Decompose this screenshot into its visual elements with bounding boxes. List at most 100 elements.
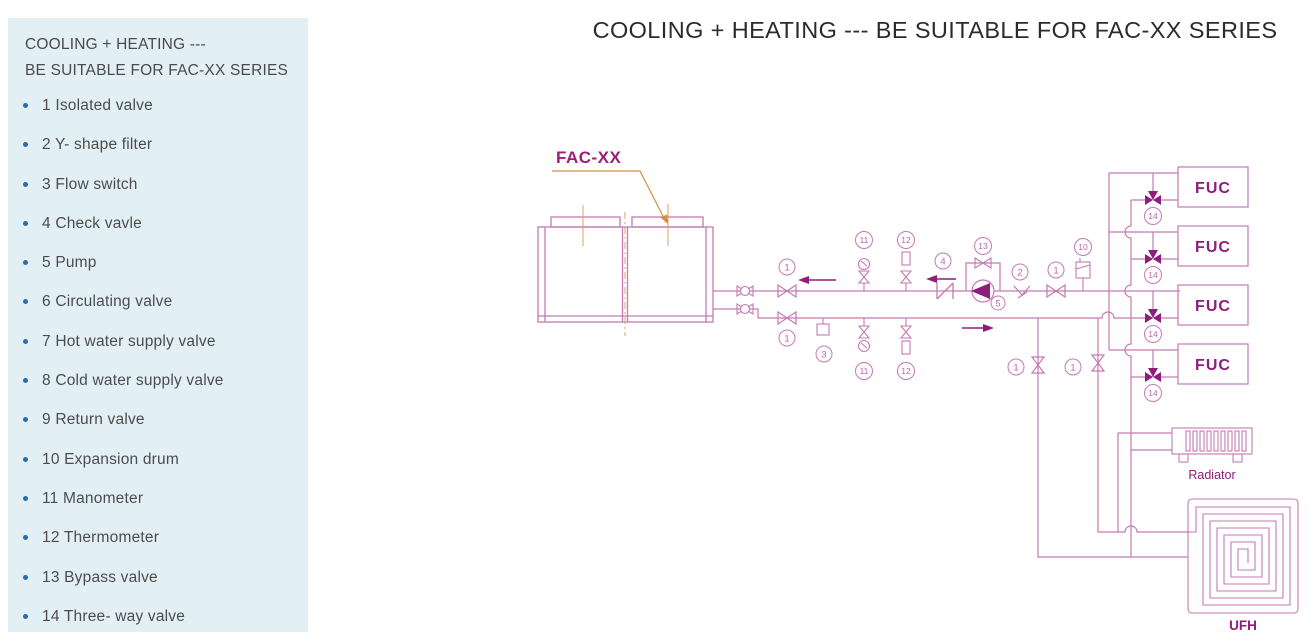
legend-title: COOLING + HEATING --- BE SUITABLE FOR FA…	[25, 32, 298, 84]
bullet-dot-icon	[23, 299, 28, 305]
radiator-symbol	[1171, 427, 1253, 463]
fac-unit-label: FAC-XX	[556, 148, 622, 167]
callout-1: 1	[1047, 261, 1065, 279]
fuc-units	[1177, 166, 1249, 385]
svg-text:1: 1	[1053, 266, 1058, 277]
callout-14: 14	[1144, 266, 1162, 284]
bullet-dot-icon	[23, 181, 28, 187]
bullet-dot-icon	[23, 456, 28, 462]
check-valve-symbol	[936, 282, 954, 300]
flow-switch-symbol	[816, 318, 830, 336]
callout-1: 1	[778, 329, 796, 347]
fac-unit-centerlines	[582, 204, 669, 336]
legend-item: 4 Check vavle	[23, 215, 298, 232]
callout-4: 4	[934, 252, 952, 270]
legend-item: 12 Thermometer	[23, 530, 298, 546]
svg-text:1: 1	[784, 263, 789, 274]
ufh-coil-symbol	[1187, 498, 1299, 614]
callout-12: 12	[897, 362, 915, 380]
manifold-return-riser	[1124, 200, 1132, 557]
callout-1: 1	[1064, 358, 1082, 376]
callout-5: 5	[990, 295, 1006, 311]
supply-pipe	[713, 308, 1131, 319]
fuc-label: FUC	[1195, 239, 1231, 256]
callout-11: 11	[855, 231, 873, 249]
svg-text:1: 1	[1013, 363, 1018, 374]
legend-title-line2: BE SUITABLE FOR FAC-XX SERIES	[25, 62, 289, 79]
legend-item: 7 Hot water supply valve	[23, 333, 298, 350]
svg-text:13: 13	[978, 241, 988, 251]
ufh-return-pipe	[1037, 318, 1188, 558]
callout-3: 3	[815, 345, 833, 363]
bypass-valve-symbol	[974, 257, 992, 269]
svg-text:5: 5	[995, 299, 1000, 309]
legend-title-line1: COOLING + HEATING ---	[25, 36, 206, 53]
callout-12: 12	[897, 231, 915, 249]
callout-2: 2	[1011, 263, 1029, 281]
svg-text:10: 10	[1078, 242, 1088, 252]
callout-14: 14	[1144, 325, 1162, 343]
pump-symbol	[971, 279, 995, 303]
bullet-dot-icon	[23, 220, 28, 226]
callout-11: 11	[855, 362, 873, 380]
callouts: 1 1 3 11 12 11 12 4 13 5 2 1 10 1 1 14 1…	[778, 207, 1162, 402]
fuc-box	[1177, 343, 1249, 385]
ufh-label: UFH	[1229, 618, 1257, 633]
bullet-dot-icon	[23, 574, 28, 580]
bullet-dot-icon	[23, 495, 28, 501]
callout-13: 13	[974, 237, 992, 255]
radiator-supply-pipe	[1117, 432, 1172, 532]
callout-14: 14	[1144, 384, 1162, 402]
bullet-dot-icon	[23, 338, 28, 344]
drop-valve-symbol	[1030, 354, 1106, 374]
svg-text:14: 14	[1148, 211, 1158, 221]
svg-text:14: 14	[1148, 329, 1158, 339]
callout-1: 1	[778, 258, 796, 276]
svg-text:2: 2	[1017, 268, 1022, 279]
bullet-dot-icon	[23, 613, 28, 619]
manometer-symbol	[857, 257, 871, 353]
bullet-dot-icon	[23, 260, 28, 266]
callout-14: 14	[1144, 207, 1162, 225]
bullet-dot-icon	[23, 378, 28, 384]
radiator-label: Radiator	[1188, 468, 1235, 482]
svg-text:14: 14	[1148, 388, 1158, 398]
svg-text:1: 1	[784, 334, 789, 345]
svg-text:4: 4	[940, 257, 945, 268]
svg-text:11: 11	[860, 235, 869, 245]
legend-list: 1 Isolated valve 2 Y- shape filter 3 Flo…	[23, 98, 298, 625]
three-way-valve-symbol	[1145, 191, 1161, 382]
leader-arrowhead-icon	[660, 214, 668, 224]
svg-text:11: 11	[860, 366, 869, 376]
legend-item: 1 Isolated valve	[23, 98, 298, 114]
ball-valve-symbol	[736, 285, 754, 315]
fuc-label: FUC	[1195, 180, 1231, 197]
y-filter-symbol	[1013, 285, 1031, 299]
legend-item: 2 Y- shape filter	[23, 137, 298, 153]
legend-item: 10 Expansion drum	[23, 451, 298, 468]
ufh-supply-pipe	[1097, 318, 1188, 533]
legend-panel: COOLING + HEATING --- BE SUITABLE FOR FA…	[8, 18, 308, 632]
bullet-dot-icon	[23, 142, 28, 148]
svg-text:1: 1	[1070, 363, 1075, 374]
pipes	[713, 172, 1188, 558]
legend-item: 6 Circulating valve	[23, 294, 298, 310]
legend-item: 8 Cold water supply valve	[23, 373, 298, 389]
isolated-valve-symbol	[777, 283, 1066, 326]
svg-text:14: 14	[1148, 270, 1158, 280]
legend-item: 3 Flow switch	[23, 176, 298, 193]
legend-item: 13 Bypass valve	[23, 569, 298, 586]
callout-1: 1	[1007, 358, 1025, 376]
legend-item: 5 Pump	[23, 255, 298, 271]
fuc-box	[1177, 225, 1249, 267]
thermometer-symbol	[899, 251, 913, 355]
callout-10: 10	[1074, 238, 1092, 256]
legend-item: 11 Manometer	[23, 490, 298, 507]
fuc-box	[1177, 284, 1249, 326]
svg-text:3: 3	[821, 350, 826, 361]
svg-text:12: 12	[901, 235, 911, 245]
fuc-label: FUC	[1195, 298, 1231, 315]
fac-label-leader-line	[552, 170, 668, 224]
legend-item: 9 Return valve	[23, 412, 298, 428]
